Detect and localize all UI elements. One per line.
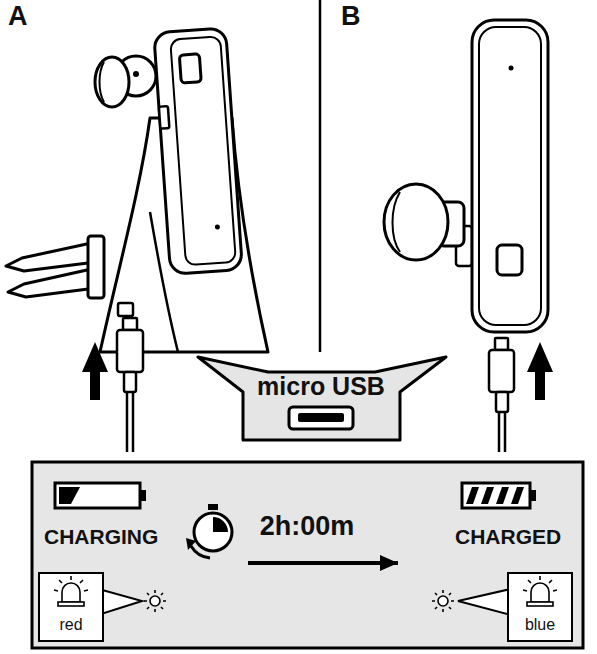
headset-a-group [6,28,268,452]
headset-face [479,27,541,325]
duration-label: 2h:00m [237,513,377,540]
timer-dial [194,513,232,551]
led-color-box: red [38,572,104,642]
headset-switch [159,106,170,129]
node-text: blue [509,616,571,634]
node-shape [40,478,248,570]
headset-face [170,36,236,265]
battery-terminal [530,490,536,501]
usb-plug-tip [495,338,508,350]
headset-button [497,245,522,275]
usb-plug-body [117,330,143,372]
headset-shell [472,20,548,332]
led-color-box: blue [507,572,573,642]
insert-arrow [82,342,108,400]
led-rays [432,590,454,612]
headset-led [215,224,220,229]
battery-level [511,487,524,504]
node-text: CHARGING [44,525,244,549]
headset-a-body [154,28,243,274]
timer-button [208,504,218,510]
lamp-rays [523,576,557,591]
usb-port-slot [298,413,344,422]
insert-arrow [527,342,553,400]
headset-shell [154,28,243,274]
led-symbol [432,590,454,612]
battery-level [481,487,494,504]
lamp-bulb [531,583,549,602]
headset-button [179,54,201,83]
battery-outline [462,483,530,508]
timer-arrow [191,546,210,558]
vent-clip-prong [8,268,96,297]
lamp-rays [54,576,88,591]
timer-arrow-head [186,538,196,550]
earbud-tip [384,184,448,260]
battery-level [59,487,80,504]
earbud-tip-line [393,192,401,252]
usb-plug-tip [123,318,137,330]
node-text: micro USB [190,372,452,401]
battery-status: CHARGING [40,478,248,570]
node-text: CHARGED [455,525,567,549]
led-circle [438,596,448,606]
usb-port-icon [289,407,353,429]
flow-arrow [248,561,398,565]
vent-clip-prong [6,242,96,271]
timer-sector [213,517,228,532]
lamp-base [527,602,553,606]
status-panel [32,462,583,648]
lamp-icon [523,576,557,606]
panel-letter: B [341,3,361,30]
timer-icon [186,504,232,558]
divider-line [319,0,322,352]
earbud-tip-line [100,62,105,102]
usb-plug-relief [124,372,136,392]
battery-terminal [140,490,146,501]
battery-level [496,487,509,504]
usb-plug-body [489,350,514,392]
cradle-usb-port [118,303,133,316]
led-circle [150,596,160,606]
usb-plug-relief [496,392,508,412]
usb-cable [504,412,507,452]
headset-led [509,66,514,71]
usb-cable [126,392,129,452]
battery-level [466,487,479,504]
earbud-dot [133,71,139,77]
battery-outline [55,483,140,508]
node-shape [398,478,568,570]
lamp-bulb [62,583,80,602]
led-rays [144,590,166,612]
vent-clip-block [88,236,104,298]
node-text: red [40,616,102,634]
lamp-icon [54,576,88,606]
lamp-base [58,602,84,606]
earbud-tip [95,57,129,107]
usb-callout: micro USB [190,350,452,446]
led-symbol [144,590,166,612]
panel-letter: A [8,3,28,30]
usb-cable [132,392,135,452]
battery-status: CHARGED [398,478,568,570]
usb-cable [498,412,501,452]
